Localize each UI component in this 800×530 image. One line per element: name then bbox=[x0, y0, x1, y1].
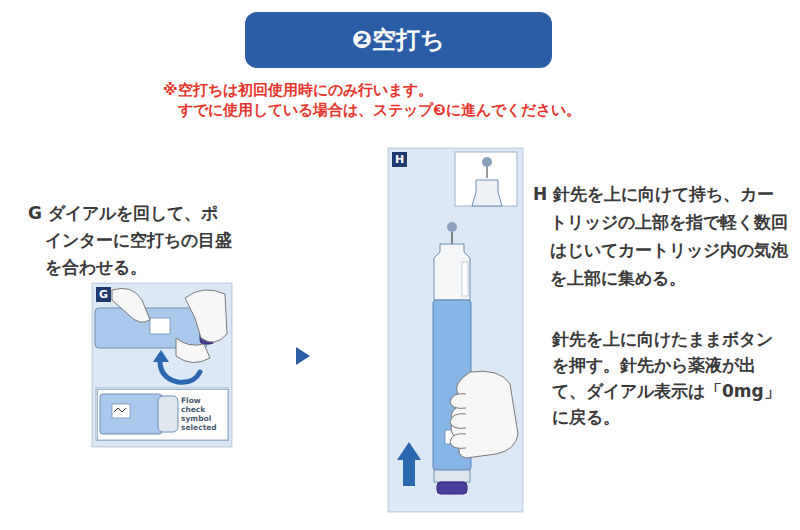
panel-badge: G bbox=[96, 287, 111, 302]
warning-note: ※空打ちは初回使用時にのみ行います。 すでに使用している場合は、ステップ❸に進ん… bbox=[163, 80, 623, 120]
image-panel: G Flow check symbol selected bbox=[92, 283, 232, 447]
step-text: H 針先を上に向けて持ち、カートリッジの上部を指で軽く数回はじいてカートリッジ内… bbox=[533, 180, 791, 292]
symbol-caption: Flow check symbol selected bbox=[181, 396, 225, 432]
step-text: 針先を上に向けたままボタンを押す。針先から薬液が出て、ダイアル表示は「0mg」に… bbox=[552, 326, 782, 430]
title: ❷空打ち bbox=[352, 24, 445, 56]
image-panel: H bbox=[388, 148, 523, 512]
step-text: G ダイアルを回して、ポインターに空打ちの目盛を合わせる。 bbox=[28, 200, 233, 281]
title-band: ❷空打ち bbox=[245, 12, 552, 68]
inset-box: Flow check symbol selected bbox=[97, 389, 229, 441]
panel-badge: H bbox=[392, 152, 407, 167]
